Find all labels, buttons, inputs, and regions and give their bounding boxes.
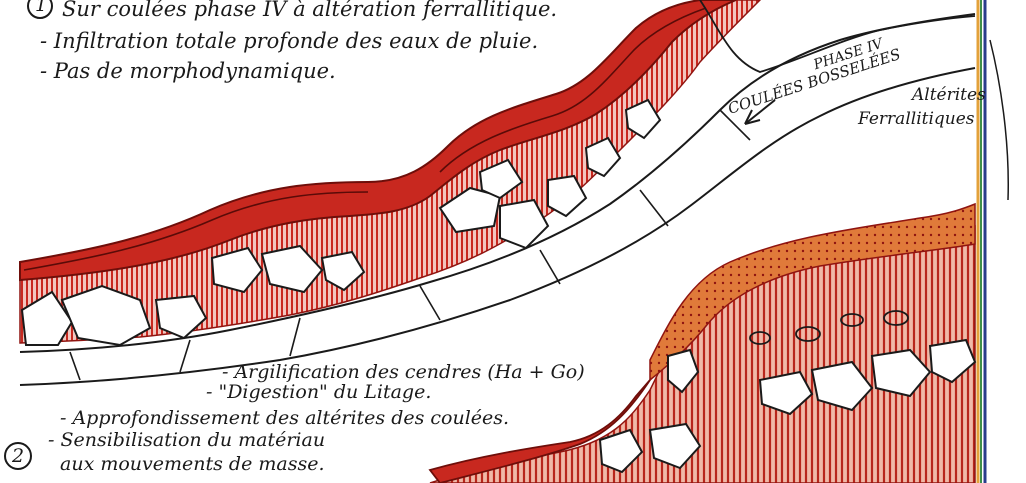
alterites-line2: Ferrallitiques [857,109,975,129]
middle-note-2: - "Digestion" du Litage. [206,381,431,403]
section2-line-1: - Approfondissement des altérites des co… [60,407,509,429]
lower-profile [430,204,975,483]
frame-edge [978,0,1008,483]
flow-label: COULÉES BOSSELÉES PHASE IV [721,32,902,118]
middle-note-1: - Argilification des cendres (Ha + Go) [222,361,585,383]
section1-line-1: Sur coulées phase IV à altération ferral… [62,0,557,21]
section1-text: 1 Sur coulées phase IV à altération ferr… [28,0,557,83]
alterites-label: Altérites Ferrallitiques [857,85,986,129]
section1-line-3: - Pas de morphodynamique. [40,59,336,83]
section1-line-2: - Infiltration totale profonde des eaux … [40,29,538,53]
section2-line-3: aux mouvements de masse. [60,453,325,475]
section2-number: 2 [11,445,24,467]
section2-text: 2 - Approfondissement des altérites des … [5,407,509,475]
flow-label-line1: COULÉES BOSSELÉES [726,45,903,118]
section2-line-2: - Sensibilisation du matériau [48,429,325,451]
section1-number: 1 [35,0,47,16]
middle-notes: - Argilification des cendres (Ha + Go) -… [206,361,585,403]
alterites-line1: Altérites [910,85,986,105]
